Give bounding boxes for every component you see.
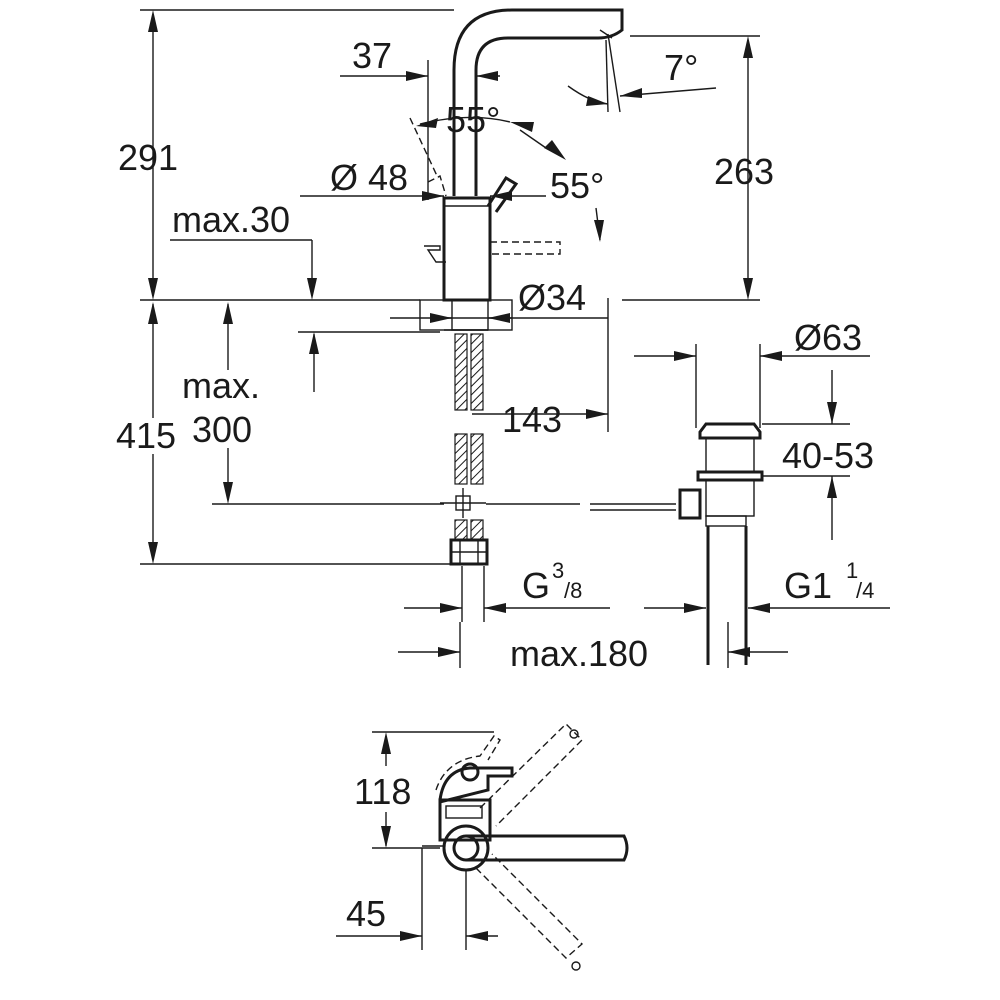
dimension-labels: 37 7° 55° 55° Ø 48 291 263 max.30 Ø34 Ø6… [116,35,874,934]
label-thread-g38-num: 3 [552,558,564,583]
spout-top [442,824,490,872]
label-55-left: 55° [446,99,500,140]
label-291: 291 [118,137,178,178]
faucet-top-view [422,723,629,971]
label-thread-g114: G1 [784,565,832,606]
faucet-body [442,196,492,302]
label-dia-34: Ø34 [518,277,586,318]
label-thread-g38-den: /8 [564,578,582,603]
lever-dashed-left [409,117,447,197]
hose-right [470,333,484,411]
label-55-right: 55° [550,165,604,206]
label-dia-63: Ø63 [794,317,862,358]
label-thread-g114-den: /4 [856,578,874,603]
label-thread-g38: G [522,565,550,606]
top-view-dimensions [336,731,498,950]
label-7-deg: 7° [664,47,698,88]
label-45: 45 [346,893,386,934]
dimension-lines [140,9,890,668]
label-118: 118 [354,771,411,812]
label-max-300-line1: max. [182,365,260,406]
label-max-30: max.30 [172,199,290,240]
drain-head [698,422,762,440]
popup-rod-dashed [490,241,561,255]
spout [452,8,624,196]
label-40-53: 40-53 [782,435,874,476]
hose-left [454,333,468,411]
label-143: 143 [502,399,562,440]
label-37: 37 [352,35,392,76]
faucet-front-view [409,8,624,566]
label-415: 415 [116,415,176,456]
lever-top [438,766,514,804]
label-max-300-line2: 300 [192,409,252,450]
label-thread-g114-num: 1 [846,558,858,583]
label-263: 263 [714,151,774,192]
label-max-180: max.180 [510,633,648,674]
label-dia-48: Ø 48 [330,157,408,198]
